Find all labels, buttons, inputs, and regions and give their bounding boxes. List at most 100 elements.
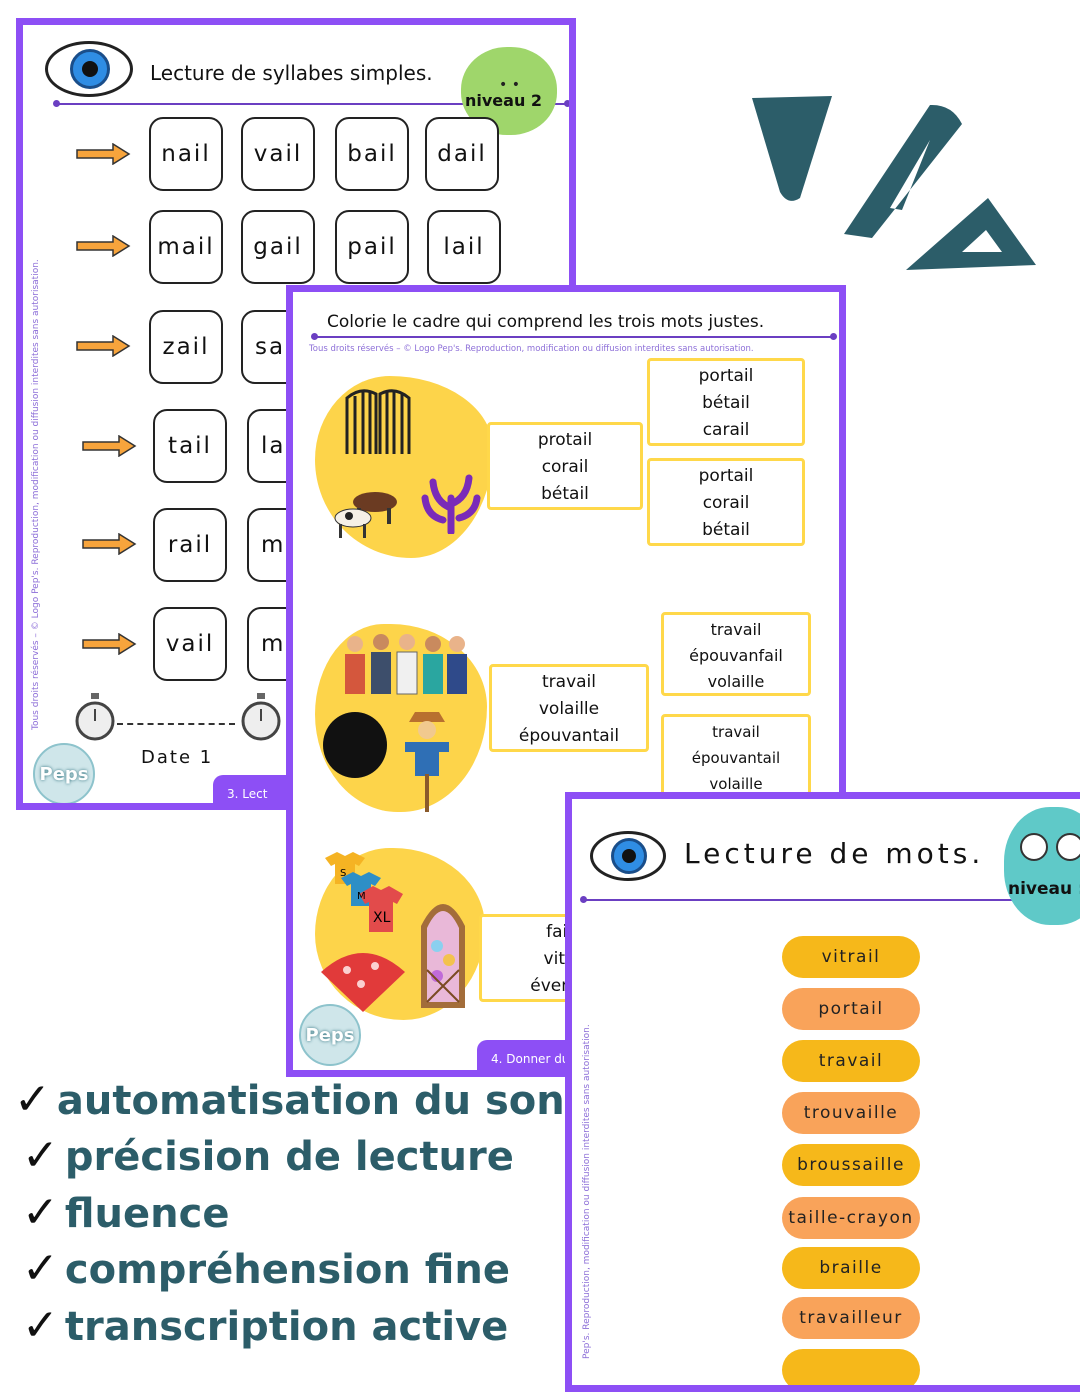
frame-word: bétail — [702, 393, 750, 413]
frame-word: corail — [702, 493, 750, 513]
stained-glass-icon — [421, 904, 465, 1008]
eye-icon — [590, 831, 666, 881]
page-title: Lecture de mots. — [684, 837, 985, 870]
frame-word: portail — [698, 366, 754, 386]
frame-word: corail — [541, 457, 589, 477]
fan-icon — [321, 953, 405, 1012]
word-frame-mid-1[interactable]: protail corail bétail — [487, 422, 643, 510]
word-pill[interactable]: taille-crayon — [782, 1197, 920, 1239]
word-pill[interactable]: travail — [782, 1040, 920, 1082]
syllable-card[interactable]: pail — [335, 210, 409, 284]
frame-word: travail — [712, 723, 760, 741]
workers-icon — [345, 634, 467, 695]
frame-word: volaille — [707, 672, 765, 691]
frame-word: travail — [542, 672, 596, 692]
syllable-card[interactable]: bail — [335, 117, 409, 191]
gate-icon — [345, 389, 411, 454]
shirt-size-m: M — [357, 891, 366, 902]
title-rule — [53, 100, 569, 107]
checklist-text: compréhension fine — [64, 1247, 510, 1293]
checkmark-icon: ✓ — [22, 1300, 59, 1351]
shirt-size-xl: XL — [373, 910, 391, 926]
partial-pill — [782, 1349, 920, 1385]
syllable-card[interactable]: lail — [427, 210, 501, 284]
illustration-blob — [315, 376, 493, 558]
word-frame-top-2[interactable]: travail épouvanfail volaille — [661, 612, 811, 696]
frame-word: travail — [710, 620, 762, 639]
checklist-text: précision de lecture — [64, 1134, 514, 1180]
syllable-card[interactable]: vail — [153, 607, 227, 681]
checklist-item: ✓automatisation du son — [14, 1074, 565, 1125]
word-pill[interactable]: portail — [782, 988, 920, 1030]
checklist-text: fluence — [64, 1191, 230, 1237]
stopwatch-icon — [241, 693, 281, 741]
word-pill[interactable]: broussaille — [782, 1144, 920, 1186]
decorative-accent-strokes — [752, 96, 1036, 270]
shirts-icon: S M XL — [325, 852, 403, 932]
level-badge: niveau : — [1008, 879, 1080, 899]
level-badge: niveau 2 — [465, 91, 543, 110]
arrow-icon — [75, 334, 131, 358]
syllable-card[interactable]: vail — [241, 117, 315, 191]
brand-logo: Peps — [299, 1004, 361, 1066]
arrow-icon — [81, 632, 137, 656]
word-frame-bottom-2[interactable]: travail épouvantail volaille — [661, 714, 811, 798]
checklist-item: ✓transcription active — [22, 1300, 508, 1351]
word-pill[interactable]: travailleur — [782, 1297, 920, 1339]
frame-word: volaille — [538, 699, 600, 719]
frame-word: carail — [702, 420, 750, 440]
monster-mascot-icon — [1004, 807, 1080, 925]
checkmark-icon: ✓ — [22, 1243, 59, 1294]
copyright-side-text: Pep's. Reproduction, modification ou dif… — [582, 1024, 592, 1359]
checkmark-icon: ✓ — [14, 1074, 51, 1125]
arrow-icon — [75, 142, 131, 166]
page-title: Colorie le cadre qui comprend les trois … — [327, 312, 765, 332]
syllable-card[interactable]: rail — [153, 508, 227, 582]
frame-word: bétail — [541, 484, 589, 504]
syllable-card[interactable]: gail — [241, 210, 315, 284]
frame-word: fail — [546, 922, 572, 942]
word-pill[interactable]: trouvaille — [782, 1092, 920, 1134]
checklist-text: automatisation du son — [56, 1078, 565, 1124]
checklist-item: ✓compréhension fine — [22, 1243, 510, 1294]
word-frame-bottom-1[interactable]: portail corail bétail — [647, 458, 805, 546]
frame-word: épouvantail — [518, 726, 620, 746]
title-rule — [580, 896, 1080, 903]
syllable-card[interactable]: dail — [425, 117, 499, 191]
frame-word: vitr — [543, 949, 572, 969]
eye-dots: • • — [499, 77, 520, 93]
monster-eyes — [1020, 833, 1080, 863]
word-pill[interactable]: braille — [782, 1247, 920, 1289]
syllable-card[interactable]: tail — [153, 409, 227, 483]
page-title: Lecture de syllabes simples. — [150, 61, 433, 85]
arrow-icon — [81, 532, 137, 556]
word-pill[interactable]: vitrail — [782, 936, 920, 978]
frame-word: bétail — [702, 520, 750, 540]
checkmark-icon: ✓ — [22, 1130, 59, 1181]
copyright-side-text: Tous droits réservés – © Logo Pep's. Rep… — [31, 259, 41, 730]
stopwatch-icon — [75, 693, 115, 741]
copyright-text: Tous droits réservés – © Logo Pep's. Rep… — [309, 344, 754, 354]
brand-logo: Peps — [33, 743, 95, 803]
shirt-size-s: S — [340, 868, 346, 879]
syllable-card[interactable]: nail — [149, 117, 223, 191]
checklist-text: transcription active — [64, 1304, 509, 1350]
checklist-item: ✓fluence — [22, 1187, 229, 1238]
frame-word: protail — [537, 430, 593, 450]
title-rule — [311, 333, 837, 340]
frame-word: épouvanfail — [689, 646, 783, 665]
arrow-icon — [81, 434, 137, 458]
syllable-card[interactable]: zail — [149, 310, 223, 384]
date-dashes — [117, 723, 235, 725]
checkmark-icon: ✓ — [22, 1187, 59, 1238]
frame-word: portail — [698, 466, 754, 486]
scarecrow-icon — [405, 712, 449, 812]
frame-word: épouvantail — [691, 749, 781, 767]
frame-word: éven — [530, 976, 572, 996]
coral-icon — [421, 474, 481, 534]
word-frame-top-1[interactable]: portail bétail carail — [647, 358, 805, 446]
syllable-card[interactable]: mail — [149, 210, 223, 284]
date-label: Date 1 — [141, 747, 214, 768]
word-frame-mid-2[interactable]: travail volaille épouvantail — [489, 664, 649, 752]
checklist-item: ✓précision de lecture — [22, 1130, 514, 1181]
